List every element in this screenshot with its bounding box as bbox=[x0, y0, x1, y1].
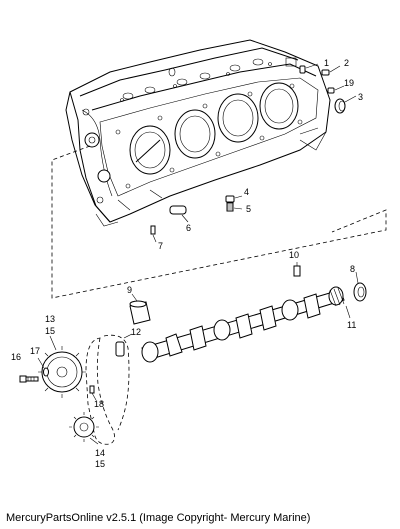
sprocket-spacer[interactable] bbox=[115, 333, 133, 357]
callout-12: 12 bbox=[131, 327, 141, 337]
callout-10: 10 bbox=[289, 250, 299, 260]
cylinder-bore bbox=[174, 109, 216, 159]
cylinder-bore bbox=[259, 82, 299, 130]
expansion-plug[interactable] bbox=[334, 95, 357, 114]
cylinder-bore bbox=[217, 93, 259, 143]
plug-small[interactable] bbox=[327, 85, 345, 94]
sprocket-dowel[interactable] bbox=[89, 385, 97, 401]
callout-6: 6 bbox=[186, 223, 191, 233]
callout-15b: 15 bbox=[95, 459, 105, 469]
camshaft[interactable] bbox=[141, 286, 351, 363]
camshaft-bearing[interactable] bbox=[129, 293, 151, 325]
callout-18: 18 bbox=[94, 399, 104, 409]
callout-9: 9 bbox=[127, 285, 132, 295]
timing-chain[interactable] bbox=[85, 337, 115, 445]
callout-19: 19 bbox=[344, 78, 354, 88]
callout-15a: 15 bbox=[45, 326, 55, 336]
dowel-pin[interactable] bbox=[299, 63, 319, 74]
sprocket-bolt[interactable] bbox=[19, 375, 39, 383]
callout-5: 5 bbox=[246, 204, 251, 214]
callout-11: 11 bbox=[347, 320, 356, 330]
cylinder-block[interactable] bbox=[65, 39, 331, 227]
callout-1: 1 bbox=[324, 58, 329, 68]
callout-13: 13 bbox=[45, 314, 55, 324]
camshaft-key[interactable] bbox=[293, 262, 301, 277]
callout-16: 16 bbox=[11, 352, 21, 362]
drain-plug[interactable] bbox=[225, 195, 243, 212]
plug[interactable] bbox=[321, 65, 341, 76]
callout-17: 17 bbox=[30, 346, 40, 356]
copyright-footer: MercuryPartsOnline v2.5.1 (Image Copyrig… bbox=[6, 512, 311, 524]
cylinder-bore bbox=[129, 125, 171, 175]
callout-7: 7 bbox=[158, 241, 163, 251]
callout-labels: 1 2 19 3 4 5 6 7 10 8 9 11 12 13 15 16 1… bbox=[11, 58, 363, 469]
thrust-washer[interactable] bbox=[353, 271, 367, 302]
callout-14: 14 bbox=[95, 448, 105, 458]
pin[interactable] bbox=[150, 225, 157, 243]
exploded-parts-diagram: 1 2 19 3 4 5 6 7 10 8 9 11 12 13 15 16 1… bbox=[11, 39, 387, 469]
assembly-group-outline bbox=[51, 145, 387, 299]
callout-4: 4 bbox=[244, 187, 249, 197]
camshaft-sprocket[interactable] bbox=[38, 335, 86, 398]
callout-8: 8 bbox=[350, 264, 355, 274]
washer[interactable] bbox=[37, 357, 49, 377]
crankshaft-sprocket[interactable] bbox=[69, 412, 99, 445]
callout-3: 3 bbox=[358, 92, 363, 102]
camshaft-plug[interactable] bbox=[169, 205, 189, 223]
callout-2: 2 bbox=[344, 58, 349, 68]
